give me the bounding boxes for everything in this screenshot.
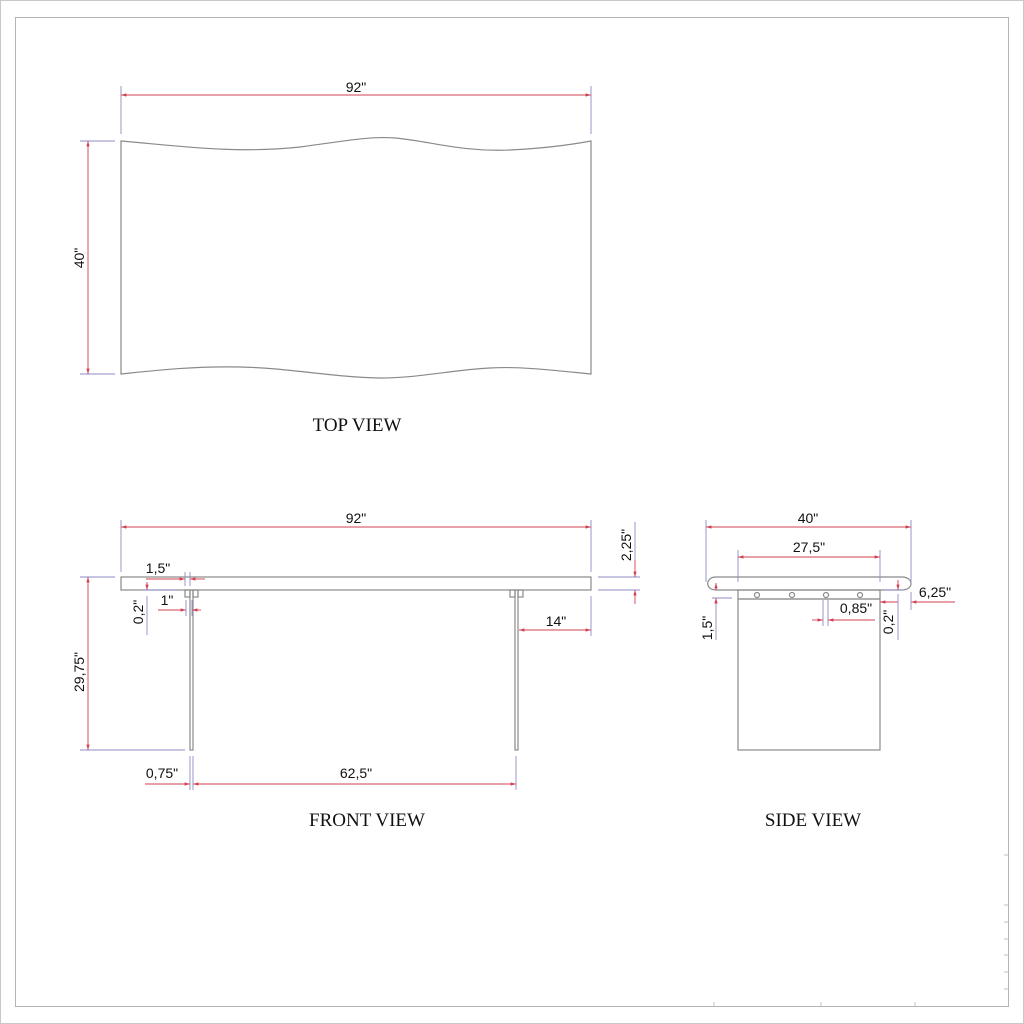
leg-thickness-label: 0,75" [146,765,178,781]
side-hole-label: 0,85" [840,600,872,616]
hole-4 [856,591,864,599]
right-bracket-b [517,589,524,598]
right-bracket-a [509,589,516,598]
side-gap-label: 0,2" [880,610,896,634]
side-width-label: 40" [798,510,819,526]
side-thickness-label: 1,5" [699,616,715,640]
side-overhang-label: 6,25" [919,584,951,600]
side-tabletop [707,576,912,591]
front-gap-label: 0,2" [130,600,146,624]
front-thickness-label: 2,25" [618,529,634,561]
side-leg-width-label: 27,5" [793,539,825,555]
bracket-offset-label: 1,5" [146,560,170,576]
top-view-outline [120,136,592,379]
side-view: 40" 27,5" 6,25" 0,85" 0,2" 1,5" SIDE VIE… [699,510,955,831]
side-leg-panel [737,598,881,751]
top-length-label: 92" [346,79,367,95]
front-tabletop [120,576,592,591]
top-view: 92" 40" TOP VIEW [71,79,592,436]
hole-1 [753,591,761,599]
bracket-width-label: 1" [161,592,174,608]
hole-3 [822,591,830,599]
left-leg [189,589,194,751]
right-leg [514,589,519,751]
leg-spacing-label: 62,5" [340,765,372,781]
left-bracket-a [184,589,191,598]
front-height-label: 29,75" [71,652,87,692]
front-length-label: 92" [346,510,367,526]
top-width-label: 40" [71,248,87,269]
leg-overhang-label: 14" [546,613,567,629]
front-view-title: FRONT VIEW [309,810,425,831]
top-view-title: TOP VIEW [313,415,402,436]
frame-ticks [713,854,1008,1006]
sheet-inner-border [15,17,1009,1007]
front-view: 92" 2,25" 1,5" 1" 0,2" 29,75" 14" [71,510,640,831]
side-view-title: SIDE VIEW [765,810,861,831]
hole-2 [788,591,796,599]
left-bracket-b [192,589,199,598]
